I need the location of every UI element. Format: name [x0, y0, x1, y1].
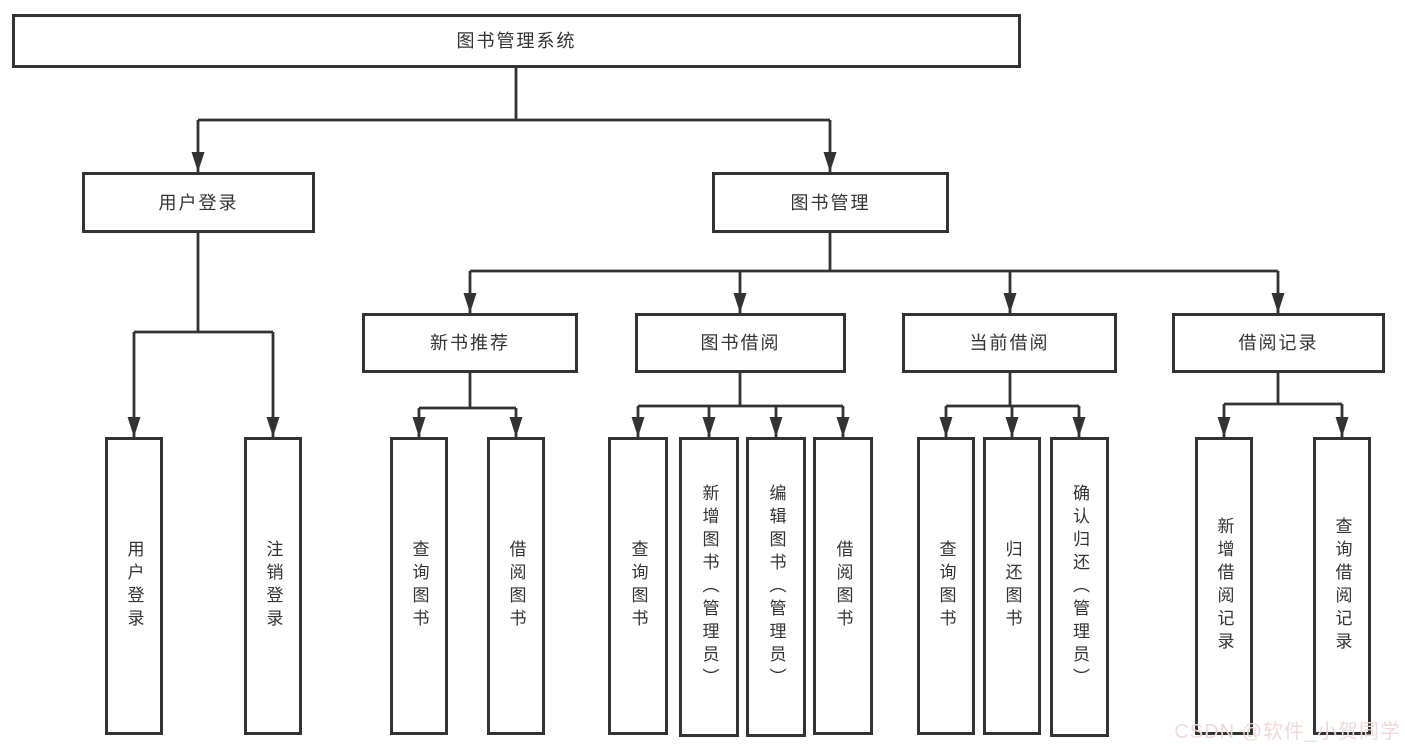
leaf-record-add-borrow-record: 新增借阅记录: [1195, 437, 1253, 735]
leaf-current-query-book: 查询图书: [917, 437, 975, 735]
node-current-borrowing: 当前借阅: [902, 313, 1117, 373]
node-borrowing-record: 借阅记录: [1172, 313, 1385, 373]
csdn-watermark: CSDN @软件_小贺同学: [1174, 721, 1401, 743]
node-book-borrowing: 图书借阅: [635, 313, 846, 373]
leaf-borrow-add-book-admin: 新增图书（管理员）: [679, 437, 739, 737]
node-root: 图书管理系统: [12, 14, 1021, 68]
node-book-management: 图书管理: [712, 172, 949, 233]
leaf-borrow-borrow-book: 借阅图书: [813, 437, 873, 735]
leaf-borrow-query-book: 查询图书: [608, 437, 668, 735]
leaf-user-login: 用户登录: [105, 437, 163, 735]
node-new-book-recommendation: 新书推荐: [362, 313, 578, 373]
leaf-record-query-borrow-record: 查询借阅记录: [1313, 437, 1371, 735]
node-user-login: 用户登录: [82, 172, 315, 233]
leaf-borrow-edit-book-admin: 编辑图书（管理员）: [746, 437, 806, 737]
leaf-logout: 注销登录: [244, 437, 302, 735]
leaf-current-confirm-return-admin: 确认归还（管理员）: [1050, 437, 1109, 737]
leaf-recommend-borrow-book: 借阅图书: [487, 437, 545, 735]
leaf-current-return-book: 归还图书: [983, 437, 1041, 735]
leaf-recommend-query-book: 查询图书: [390, 437, 448, 735]
